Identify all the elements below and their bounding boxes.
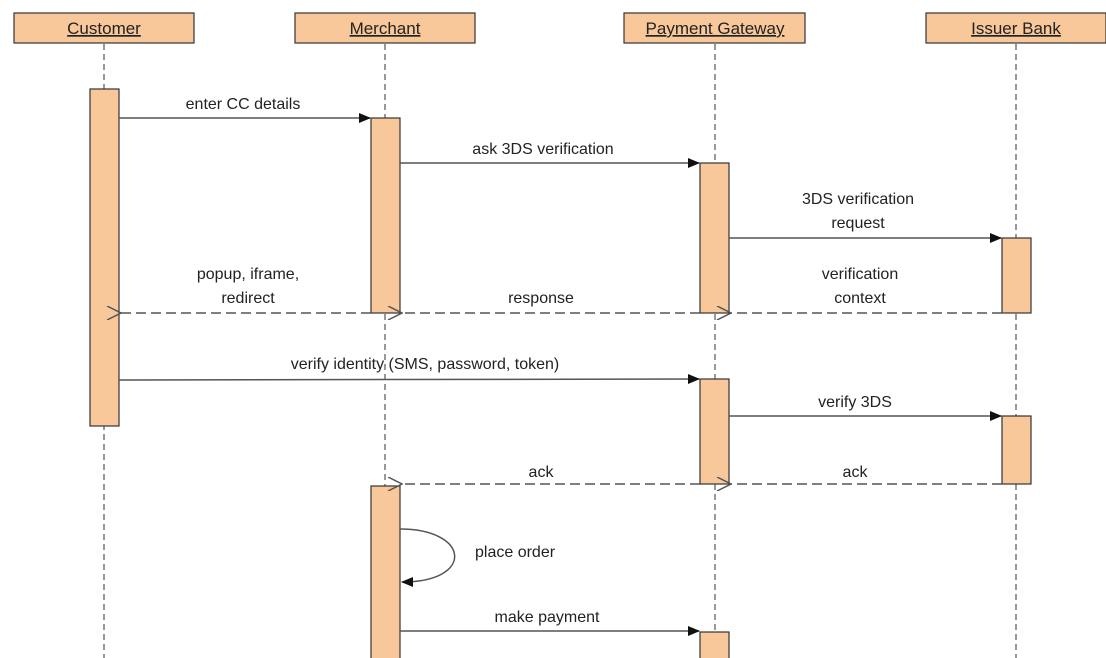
message-label: make payment bbox=[495, 609, 600, 626]
participant-issuer[interactable]: Issuer Bank bbox=[925, 12, 1106, 44]
activation-merchant-2 bbox=[370, 485, 401, 658]
message-enter-cc-details[interactable]: enter CC details bbox=[119, 96, 371, 123]
message-label: response bbox=[508, 290, 574, 307]
participant-label: Customer bbox=[67, 19, 141, 38]
message-label: verification bbox=[822, 266, 898, 283]
activation-gateway-2 bbox=[699, 378, 730, 485]
message-ack-gateway[interactable]: ack bbox=[402, 464, 700, 484]
message-label: request bbox=[831, 215, 885, 232]
participant-label: Payment Gateway bbox=[646, 19, 785, 38]
message-label: ask 3DS verification bbox=[472, 141, 613, 158]
participant-label: Merchant bbox=[350, 19, 421, 38]
message-response[interactable]: response bbox=[402, 290, 700, 313]
activation-customer-1 bbox=[89, 88, 120, 427]
message-label: enter CC details bbox=[186, 96, 301, 113]
message-label: verify identity (SMS, password, token) bbox=[291, 356, 560, 373]
message-label: ack bbox=[843, 464, 869, 481]
message-label: 3DS verification bbox=[802, 191, 914, 208]
activation-issuer-2 bbox=[1001, 415, 1032, 485]
participant-label: Issuer Bank bbox=[971, 19, 1061, 38]
message-verify-3ds[interactable]: verify 3DS bbox=[729, 394, 1002, 421]
participant-merchant[interactable]: Merchant bbox=[294, 12, 476, 44]
message-label: ack bbox=[529, 464, 555, 481]
message-place-order[interactable]: place order bbox=[399, 528, 556, 587]
activation-merchant-1 bbox=[370, 117, 401, 314]
message-popup-iframe-redirect[interactable]: popup, iframe, redirect bbox=[121, 266, 371, 313]
message-label: place order bbox=[475, 544, 556, 561]
message-verify-identity[interactable]: verify identity (SMS, password, token) bbox=[118, 356, 700, 385]
message-ask-3ds-verification[interactable]: ask 3DS verification bbox=[400, 141, 700, 168]
message-label: popup, iframe, bbox=[197, 266, 299, 283]
message-3ds-verification-request[interactable]: 3DS verification request bbox=[729, 191, 1002, 243]
message-verification-context[interactable]: verification context bbox=[731, 266, 1002, 313]
participant-customer[interactable]: Customer bbox=[13, 12, 195, 44]
message-label: context bbox=[834, 290, 886, 307]
activation-issuer-1 bbox=[1001, 237, 1032, 314]
message-make-payment[interactable]: make payment bbox=[400, 609, 700, 636]
activation-gateway-1 bbox=[699, 162, 730, 314]
activation-gateway-3 bbox=[699, 631, 730, 658]
message-label: verify 3DS bbox=[818, 394, 892, 411]
participant-gateway[interactable]: Payment Gateway bbox=[623, 12, 806, 44]
message-label: redirect bbox=[221, 290, 275, 307]
message-ack-issuer[interactable]: ack bbox=[731, 464, 1002, 484]
